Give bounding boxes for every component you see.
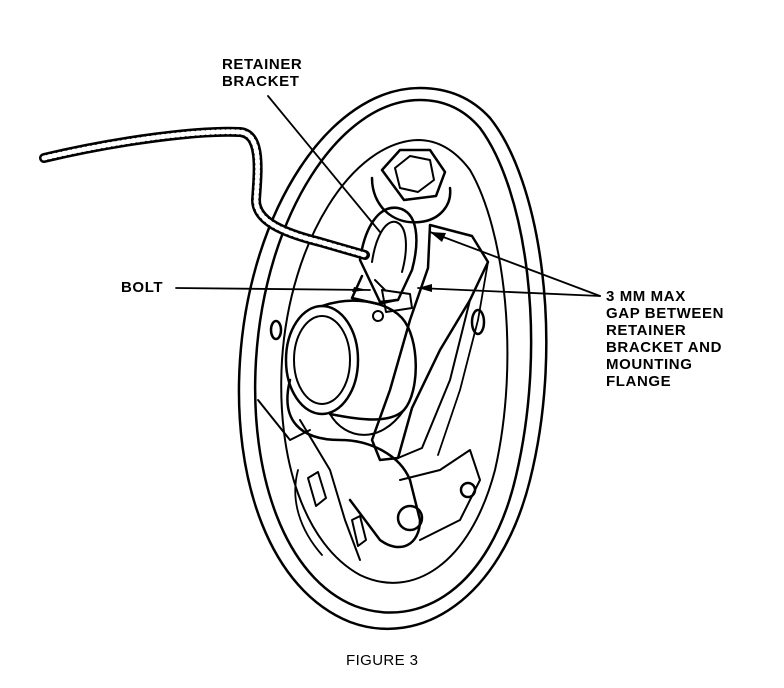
label-gap-line3: RETAINER — [606, 322, 687, 339]
leader-bolt — [175, 287, 371, 291]
leader-lines — [175, 95, 601, 297]
label-bolt: BOLT — [121, 279, 164, 296]
leader-gap-lower — [417, 287, 601, 297]
anchor-bolt — [370, 148, 452, 224]
retainer-bracket — [350, 206, 418, 322]
label-retainer-bracket-line2: BRACKET — [222, 73, 300, 90]
lower-web — [257, 308, 486, 561]
label-gap-line2: GAP BETWEEN — [606, 305, 725, 322]
label-retainer-bracket-line1: RETAINER — [222, 56, 303, 73]
label-gap-line4: BRACKET AND — [606, 339, 723, 356]
label-gap-line1: 3 MM MAX — [606, 288, 686, 305]
sensor-wire — [39, 126, 370, 260]
label-gap-note: 3 MM MAX GAP BETWEEN RETAINER BRACKET AN… — [606, 288, 724, 390]
label-gap-line5: MOUNTING — [606, 356, 693, 373]
figure-caption: FIGURE 3 — [346, 652, 419, 669]
backing-plate — [237, 86, 548, 631]
label-retainer-bracket: RETAINER BRACKET — [222, 56, 302, 90]
leader-gap-upper — [429, 231, 601, 297]
leader-retainer-bracket — [267, 95, 381, 233]
label-gap-line6: FLANGE — [606, 373, 672, 390]
